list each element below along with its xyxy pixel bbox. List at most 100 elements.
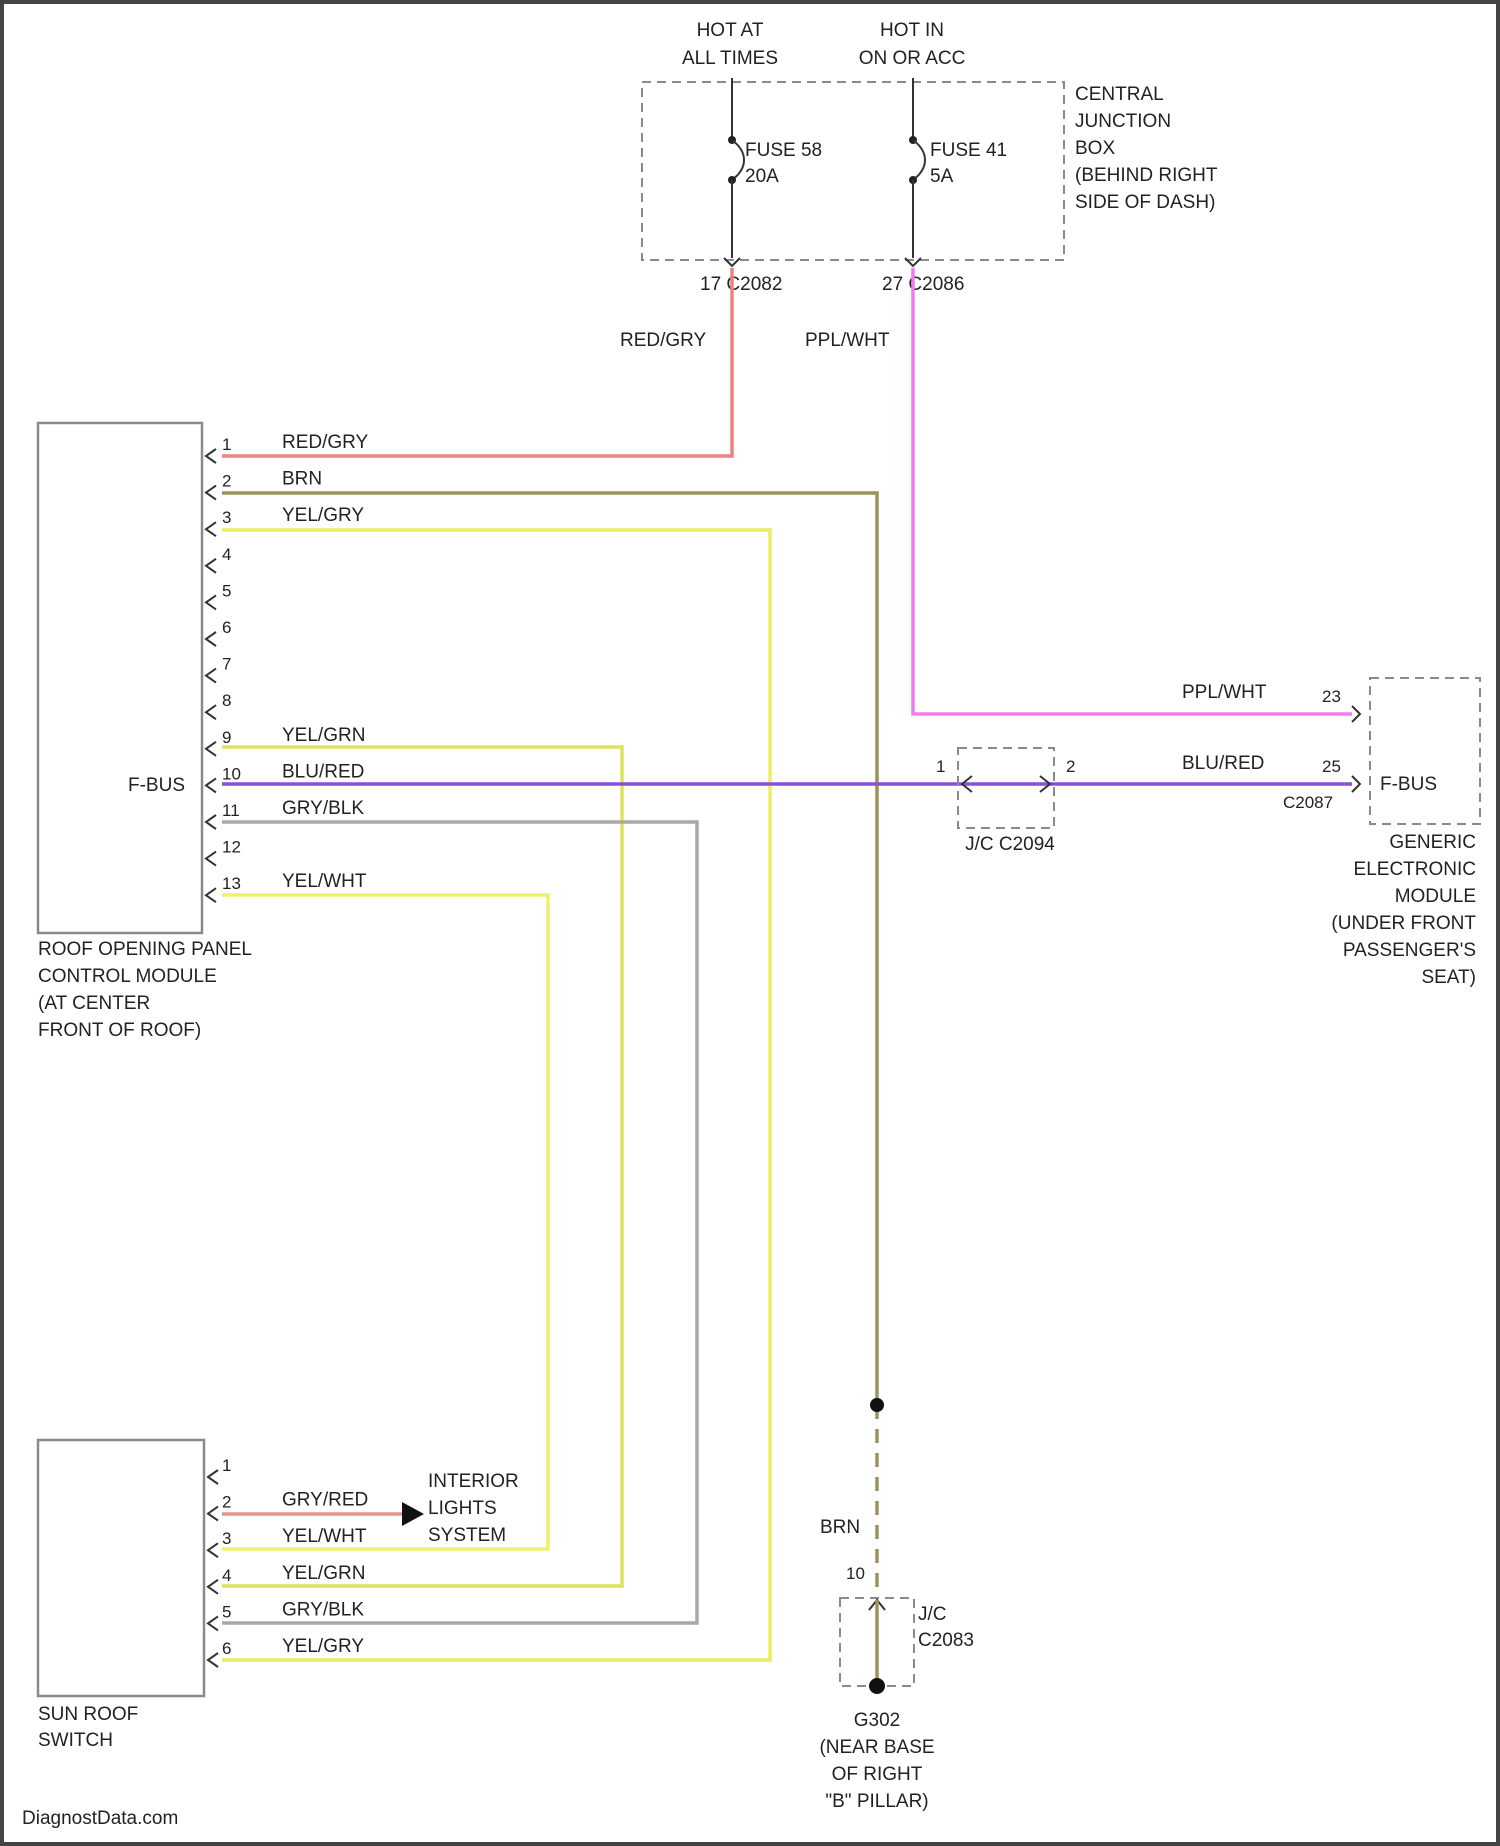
roof-opening-panel-control-module	[38, 423, 202, 933]
switch-pin-wire-label: YEL/WHT	[282, 1526, 367, 1547]
roof-pin-terminal	[206, 559, 216, 573]
gem-label: GENERIC ELECTRONIC MODULE (UNDER FRONT P…	[1331, 832, 1476, 988]
roof-pin-terminal	[206, 669, 216, 683]
fuse-58: FUSE 58 20A	[724, 78, 822, 266]
svg-text:(AT CENTER: (AT CENTER	[38, 993, 150, 1014]
roof-pin-wire-label: BLU/RED	[282, 761, 364, 782]
svg-text:BOX: BOX	[1075, 138, 1115, 159]
wire-ppl-wht	[913, 268, 1352, 714]
switch-pin-number: 2	[222, 1493, 231, 1512]
gem-pin-25: 25	[1322, 757, 1341, 776]
gem-connector-c2087: C2087	[1283, 793, 1333, 812]
roof-pin-number: 10	[222, 764, 241, 783]
roof-pin-terminal	[206, 778, 216, 792]
svg-text:INTERIOR: INTERIOR	[428, 1471, 519, 1492]
sun-roof-switch	[38, 1440, 204, 1696]
gem-pin-23-terminal	[1352, 706, 1360, 722]
svg-text:J/C: J/C	[918, 1604, 947, 1625]
svg-text:"B" PILLAR): "B" PILLAR)	[825, 1791, 928, 1812]
svg-text:5A: 5A	[930, 166, 954, 187]
svg-text:(UNDER FRONT: (UNDER FRONT	[1331, 913, 1476, 934]
switch-pin-number: 4	[222, 1566, 231, 1585]
roof-pin-number: 5	[222, 581, 231, 600]
splice-jc-c2094: 1 2 J/C C2094	[936, 748, 1075, 855]
roof-pin-wire-label: GRY/BLK	[282, 798, 364, 819]
central-junction-box-outline	[642, 82, 1064, 260]
switch-pin-number: 5	[222, 1602, 231, 1621]
wire-red-gry	[222, 268, 732, 456]
wire-label-ppl-wht-drop: PPL/WHT	[805, 330, 890, 351]
gem-f-bus-label: F-BUS	[1380, 774, 1437, 795]
brn-splice-dot	[870, 1398, 884, 1412]
svg-text:SYSTEM: SYSTEM	[428, 1525, 506, 1546]
svg-text:CENTRAL: CENTRAL	[1075, 84, 1164, 105]
svg-text:ROOF OPENING PANEL: ROOF OPENING PANEL	[38, 939, 252, 960]
ground-g302-icon	[869, 1678, 885, 1694]
roof-pin-number: 4	[222, 545, 231, 564]
hot-at-all-times-line2: ALL TIMES	[682, 48, 778, 69]
svg-text:GENERIC: GENERIC	[1389, 832, 1476, 853]
svg-text:(NEAR BASE: (NEAR BASE	[819, 1737, 934, 1758]
roof-pin-number: 1	[222, 435, 231, 454]
switch-pin-terminal	[208, 1470, 218, 1484]
switch-pin-wire-label: YEL/GRY	[282, 1636, 364, 1657]
roof-pin-terminal	[206, 742, 216, 756]
roof-pin-number: 12	[222, 838, 241, 857]
svg-text:SWITCH: SWITCH	[38, 1730, 113, 1751]
roof-pin-wire-label: YEL/GRY	[282, 505, 364, 526]
roof-pin-number: 2	[222, 472, 231, 491]
switch-pin-wire-label: YEL/GRN	[282, 1563, 365, 1584]
wire-label-red-gry-drop: RED/GRY	[620, 330, 707, 351]
roof-pin-number: 11	[222, 801, 240, 820]
roof-pin-wire-label: YEL/GRN	[282, 725, 365, 746]
connector-c2086: 27 C2086	[882, 274, 964, 295]
roof-pin-number: 6	[222, 618, 231, 637]
svg-text:20A: 20A	[745, 166, 779, 187]
svg-text:C2083: C2083	[918, 1630, 974, 1651]
hot-in-on-or-acc-line1: HOT IN	[880, 20, 944, 41]
fuse-41: FUSE 41 5A	[905, 78, 1007, 266]
svg-text:G302: G302	[854, 1710, 900, 1731]
roof-pin-terminal	[206, 522, 216, 536]
splice-pin-2: 2	[1066, 757, 1075, 776]
svg-text:FUSE 58: FUSE 58	[745, 140, 822, 161]
svg-text:SIDE OF DASH): SIDE OF DASH)	[1075, 192, 1215, 213]
roof-pin-number: 3	[222, 508, 231, 527]
gem-pin-25-terminal	[1352, 776, 1360, 792]
svg-text:PASSENGER'S: PASSENGER'S	[1343, 940, 1476, 961]
roof-pin-number: 7	[222, 655, 231, 674]
switch-pin-terminal	[208, 1653, 218, 1667]
roof-pin-terminal	[206, 486, 216, 500]
switch-pin-terminal	[208, 1616, 218, 1630]
svg-text:CONTROL MODULE: CONTROL MODULE	[38, 966, 217, 987]
switch-pin-number: 1	[222, 1456, 231, 1475]
roof-pin-wire-label: BRN	[282, 469, 322, 490]
roof-pin-wire-label: YEL/WHT	[282, 871, 367, 892]
roof-pin-number: 9	[222, 728, 231, 747]
wire-yel-wht	[222, 895, 548, 1549]
interior-lights-arrow-icon	[402, 1502, 424, 1526]
roof-pin-terminal	[206, 449, 216, 463]
wire-label-ppl-wht-gem: PPL/WHT	[1182, 682, 1267, 703]
roof-pin-terminal	[206, 705, 216, 719]
roof-pin-terminal	[206, 888, 216, 902]
interior-lights-label: INTERIOR LIGHTS SYSTEM	[428, 1471, 519, 1546]
switch-pin-terminal	[208, 1507, 218, 1521]
watermark: DiagnostData.com	[22, 1808, 178, 1829]
ground-pin-10: 10	[846, 1564, 865, 1583]
switch-pin-terminal	[208, 1543, 218, 1557]
roof-module-f-bus-label: F-BUS	[128, 775, 185, 796]
gem-pin-23: 23	[1322, 687, 1341, 706]
svg-text:SUN ROOF: SUN ROOF	[38, 1704, 138, 1725]
roof-pin-number: 8	[222, 691, 231, 710]
svg-text:JUNCTION: JUNCTION	[1075, 111, 1171, 132]
switch-pin-terminal	[208, 1580, 218, 1594]
switch-pin-number: 6	[222, 1639, 231, 1658]
switch-pin-wire-label: GRY/RED	[282, 1490, 368, 1511]
wire-label-brn-ground: BRN	[820, 1517, 860, 1538]
wire-label-blu-red-gem: BLU/RED	[1182, 753, 1264, 774]
svg-text:SEAT): SEAT)	[1421, 967, 1476, 988]
hot-in-on-or-acc-line2: ON OR ACC	[859, 48, 966, 69]
